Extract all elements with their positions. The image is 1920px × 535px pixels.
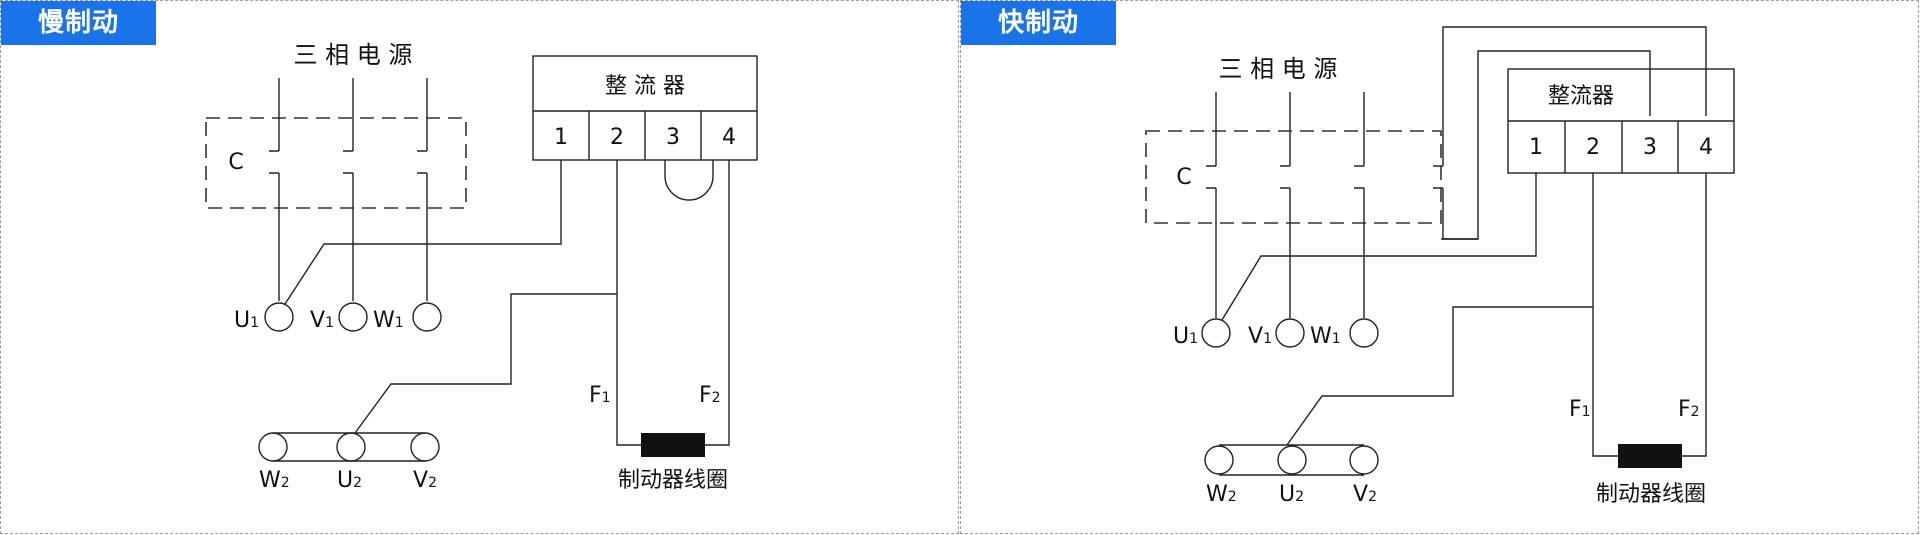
label-v2: V2 xyxy=(413,468,437,493)
rectifier-title: 整 流 器 xyxy=(605,74,685,99)
label-v1: V1 xyxy=(310,308,334,333)
terminal-v1 xyxy=(338,302,368,332)
label-f2: F2 xyxy=(699,383,721,408)
label-u2: U2 xyxy=(1279,482,1304,507)
brake-coil-label: 制动器线圈 xyxy=(1596,482,1706,507)
rectifier-terminal-3: 3 xyxy=(666,125,680,150)
label-w1: W1 xyxy=(1310,324,1341,349)
terminal-v1 xyxy=(1275,318,1305,348)
terminal-u2 xyxy=(1277,445,1307,475)
panel-title-fast-brake: 快制动 xyxy=(961,1,1116,45)
wire-f1 xyxy=(1592,173,1618,457)
phase-lines xyxy=(1206,92,1365,318)
terminal-w2 xyxy=(258,432,288,462)
label-f1: F1 xyxy=(1569,397,1591,422)
wire-t2-u2 xyxy=(1286,306,1593,446)
label-v1: V1 xyxy=(1248,324,1272,349)
panel-title-slow-brake: 慢制动 xyxy=(1,1,156,45)
wire-f1 xyxy=(616,160,641,446)
star-bar xyxy=(273,432,425,462)
contactor-label: C xyxy=(228,150,243,175)
fast-brake-diagram: 三 相 电 源 C U1 V1 W1 整流器 1 2 3 4 xyxy=(1145,26,1735,507)
terminal-w1 xyxy=(412,302,442,332)
brake-coil xyxy=(641,433,705,457)
rectifier-terminal-2: 2 xyxy=(610,125,624,150)
terminal-u2 xyxy=(336,432,366,462)
jumper-3-4 xyxy=(664,160,714,201)
brake-coil-label: 制动器线圈 xyxy=(618,468,728,493)
label-u1: U1 xyxy=(234,308,259,333)
slow-brake-diagram: 三 相 电 源 C U1 V1 W1 整 流 器 1 2 3 4 xyxy=(205,41,758,493)
rectifier-terminal-4: 4 xyxy=(722,125,736,150)
label-u1: U1 xyxy=(1173,324,1198,349)
terminal-u1 xyxy=(1201,318,1231,348)
rectifier-title: 整流器 xyxy=(1548,84,1614,109)
rectifier-terminal-1: 1 xyxy=(554,125,568,150)
phase-lines xyxy=(269,78,428,301)
wire-f2 xyxy=(1682,173,1707,457)
wire-t1-u1 xyxy=(284,160,562,305)
rectifier-terminal-1: 1 xyxy=(1529,135,1543,160)
label-w2: W2 xyxy=(1206,482,1237,507)
brake-coil xyxy=(1618,444,1682,468)
wire-contact-t4 xyxy=(1442,26,1707,135)
terminal-w1 xyxy=(1349,318,1379,348)
label-u2: U2 xyxy=(337,468,362,493)
power-supply-label: 三 相 电 源 xyxy=(1219,55,1338,83)
label-f2: F2 xyxy=(1678,397,1700,422)
contactor-box xyxy=(1145,130,1442,224)
slow-brake-panel: 慢制动 三 相 电 源 C U1 V1 W1 整 流 器 1 2 3 4 xyxy=(0,0,959,534)
rectifier-terminal-2: 2 xyxy=(1586,135,1600,160)
terminal-v2 xyxy=(1349,445,1379,475)
terminal-w2 xyxy=(1204,445,1234,475)
label-w1: W1 xyxy=(373,308,404,333)
fast-brake-panel: 快制动 三 相 电 源 C U1 V1 W1 整流器 1 2 3 4 xyxy=(960,0,1919,534)
terminal-u1 xyxy=(264,302,294,332)
wire-t1-u1 xyxy=(1221,173,1537,321)
aux-contact xyxy=(1433,165,1443,189)
rectifier-terminal-3: 3 xyxy=(1643,135,1657,160)
star-bar xyxy=(1219,444,1364,476)
rectifier-terminal-4: 4 xyxy=(1699,135,1713,160)
wire-contact-t3 xyxy=(1442,50,1651,240)
label-v2: V2 xyxy=(1353,482,1377,507)
terminal-v2 xyxy=(410,432,440,462)
wire-f2 xyxy=(705,160,730,446)
label-w2: W2 xyxy=(259,468,290,493)
label-f1: F1 xyxy=(589,383,611,408)
power-supply-label: 三 相 电 源 xyxy=(294,41,413,69)
contactor-label: C xyxy=(1176,165,1191,190)
wire-t2-u2 xyxy=(354,293,617,434)
